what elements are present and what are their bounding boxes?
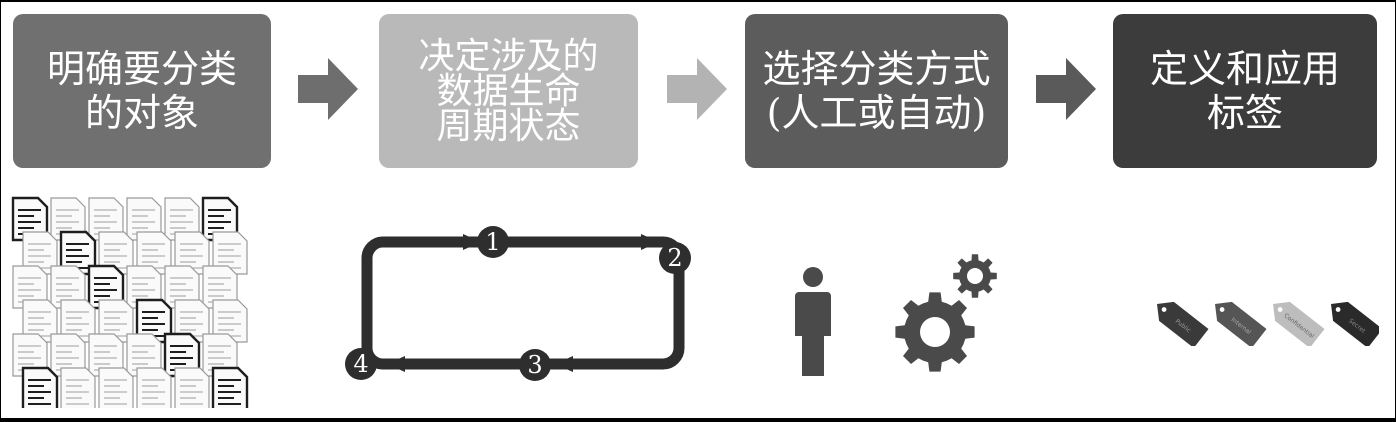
step-text-line: 数据生命 bbox=[436, 70, 581, 112]
tag-icon: Internal bbox=[1215, 301, 1267, 346]
tag-icon: Confidential bbox=[1273, 301, 1325, 346]
document-icon bbox=[174, 367, 210, 408]
arrow-right-icon bbox=[667, 58, 727, 120]
document-icon bbox=[12, 265, 48, 309]
step-text-line: 周期状态 bbox=[436, 105, 581, 147]
document-icon bbox=[202, 333, 238, 377]
document-icon bbox=[60, 367, 96, 408]
document-stack-icon bbox=[11, 196, 249, 408]
document-icon bbox=[12, 333, 48, 377]
step-identify-objects: 明确要分类 的对象 bbox=[13, 14, 271, 168]
step-lifecycle-states: 决定涉及的 数据生命 周期状态 bbox=[379, 14, 638, 168]
step-text-line: 的对象 bbox=[84, 91, 199, 135]
lifecycle-cycle-icon: 1 2 3 4 bbox=[345, 226, 691, 381]
cycle-node: 4 bbox=[345, 348, 377, 380]
person-icon bbox=[795, 267, 831, 376]
gear-icon bbox=[953, 254, 997, 298]
step-text-line: (人工或自动) bbox=[766, 91, 987, 135]
gear-icon bbox=[895, 292, 975, 372]
tag-icon: Public bbox=[1157, 301, 1209, 346]
cycle-node-label: 1 bbox=[485, 228, 500, 256]
document-icon bbox=[87, 264, 125, 310]
arrow-right-icon bbox=[298, 58, 358, 120]
document-icon bbox=[50, 333, 86, 377]
gears-icon bbox=[895, 254, 997, 372]
document-icon bbox=[11, 196, 49, 242]
document-icon bbox=[21, 366, 59, 408]
document-icon bbox=[163, 332, 201, 378]
step-text-line: 决定涉及的 bbox=[418, 35, 599, 77]
document-icon bbox=[164, 265, 200, 309]
document-icon bbox=[50, 197, 86, 241]
document-icon bbox=[201, 196, 239, 242]
document-icon bbox=[136, 367, 172, 408]
document-icon bbox=[22, 231, 58, 275]
cycle-node: 2 bbox=[659, 242, 691, 274]
cycle-node-label: 3 bbox=[527, 351, 542, 379]
tag-icon: Secret bbox=[1331, 301, 1379, 346]
cycle-node-label: 4 bbox=[353, 350, 368, 378]
arrow-right-icon bbox=[1036, 58, 1096, 120]
step-classification-method: 选择分类方式 (人工或自动) bbox=[745, 14, 1008, 168]
step-text-line: 标签 bbox=[1206, 91, 1283, 135]
document-icon bbox=[211, 366, 249, 408]
step-text-line: 明确要分类 bbox=[46, 47, 237, 91]
document-icon bbox=[88, 333, 124, 377]
cycle-node: 1 bbox=[477, 226, 509, 258]
step-text-line: 定义和应用 bbox=[1149, 47, 1340, 91]
cycle-node-label: 2 bbox=[667, 244, 682, 272]
step-define-apply-labels: 定义和应用 标签 bbox=[1113, 14, 1377, 168]
cycle-node: 3 bbox=[519, 349, 551, 381]
step-text-line: 选择分类方式 bbox=[762, 47, 991, 91]
document-icon bbox=[98, 367, 134, 408]
document-icon bbox=[50, 265, 86, 309]
